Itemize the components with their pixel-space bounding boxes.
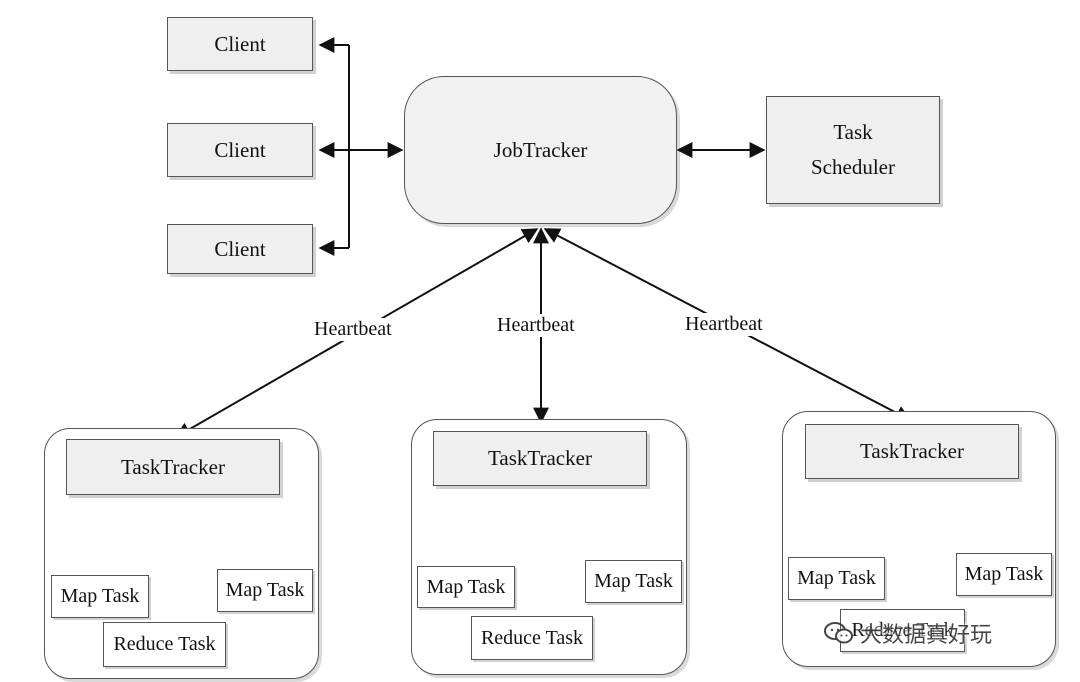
- map-task-right-1: Map Task: [217, 569, 313, 612]
- tasktracker-label: TaskTracker: [860, 439, 964, 463]
- reduce-task-2: Reduce Task: [471, 616, 593, 660]
- jobtracker-label: JobTracker: [493, 137, 588, 162]
- map-task-label: Map Task: [594, 570, 673, 592]
- task-scheduler-node: Task Scheduler: [766, 96, 940, 204]
- reduce-task-1: Reduce Task: [103, 622, 226, 667]
- client-bus-connector: [318, 37, 404, 256]
- client-box-2: Client: [167, 123, 313, 177]
- client-label: Client: [214, 137, 266, 162]
- client-label: Client: [214, 31, 266, 56]
- reduce-task-3: Reduce Task: [840, 609, 965, 652]
- client-box-3: Client: [167, 224, 313, 274]
- scheduler-label-line-1: Task: [833, 120, 873, 144]
- map-task-right-2: Map Task: [585, 560, 682, 603]
- map-task-label: Map Task: [60, 585, 140, 607]
- map-task-right-3: Map Task: [956, 553, 1052, 596]
- client-box-1: Client: [167, 17, 313, 71]
- map-task-label: Map Task: [797, 567, 876, 589]
- scheduler-label-line-2: Scheduler: [811, 155, 895, 179]
- jobtracker-node: JobTracker: [404, 76, 677, 224]
- reduce-task-label: Reduce Task: [113, 633, 216, 655]
- map-task-left-1: Map Task: [51, 575, 149, 618]
- map-task-label: Map Task: [225, 579, 305, 601]
- tasktracker-node-2: TaskTracker: [433, 431, 647, 486]
- map-task-label: Map Task: [426, 575, 506, 598]
- client-label: Client: [214, 236, 266, 261]
- map-task-label: Map Task: [964, 563, 1044, 585]
- watermark-text: 大数据真好玩: [860, 623, 993, 648]
- heartbeat-label-center: Heartbeat: [495, 314, 577, 337]
- watermark: 大数据真好玩: [824, 617, 992, 649]
- heartbeat-label-right: Heartbeat: [683, 313, 765, 336]
- tasktracker-node-1: TaskTracker: [66, 439, 280, 495]
- wechat-icon: [824, 622, 853, 644]
- reduce-task-label: Reduce Task: [851, 619, 954, 641]
- tasktracker-node-3: TaskTracker: [805, 424, 1019, 479]
- reduce-task-label: Reduce Task: [480, 626, 584, 649]
- map-task-left-2: Map Task: [417, 566, 515, 608]
- map-task-left-3: Map Task: [788, 557, 885, 600]
- tasktracker-label: TaskTracker: [121, 454, 225, 479]
- tasktracker-label: TaskTracker: [488, 446, 592, 470]
- heartbeat-label-left: Heartbeat: [312, 318, 394, 341]
